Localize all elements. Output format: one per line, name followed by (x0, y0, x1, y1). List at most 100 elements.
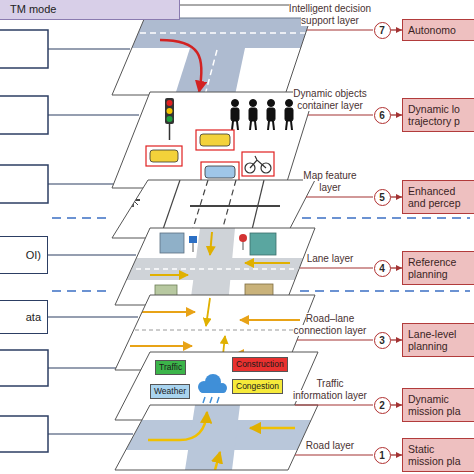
layer-label-text: Intelligent decision support layer (289, 3, 371, 26)
dynamic-objects-layer (242, 152, 274, 176)
node-text: 3 (379, 335, 385, 346)
lane-layer (189, 236, 197, 243)
node-text: TM mode (10, 0, 179, 18)
dynamic-objects-layer (169, 124, 171, 140)
node-text: 6 (379, 110, 385, 121)
group-divider (302, 217, 470, 218)
layer-number: 4 (374, 260, 391, 277)
lane-layer (100, 268, 330, 269)
application-box: Dynamic mission pla (402, 388, 474, 422)
decision-layer (175, 48, 245, 95)
dynamic-objects-layer (249, 108, 257, 121)
layer-label: Map feature layer (298, 170, 362, 194)
leader-line (295, 454, 373, 455)
dynamic-objects-layer (231, 100, 293, 131)
leader-line (295, 404, 373, 405)
application-box: Reference planning (402, 251, 474, 285)
lane-layer (115, 228, 315, 305)
application-box: Enhanced and percep (402, 180, 474, 214)
node-text: Reference planning (408, 256, 468, 280)
node-text: 1 (379, 450, 385, 461)
source-link (48, 316, 138, 317)
dynamic-objects-layer (146, 146, 182, 166)
node-text: Construction (236, 359, 284, 370)
layer-label-text: Lane layer (307, 253, 354, 264)
leader-line (306, 196, 373, 197)
dynamic-objects-layer (112, 92, 315, 188)
leader-line (297, 339, 373, 340)
dynamic-objects-layer (285, 108, 293, 121)
dynamic-objects-layer (255, 121, 256, 130)
node-text: Static mission pla (408, 443, 468, 467)
layer-number: 3 (374, 332, 391, 349)
node-text: OI) (26, 249, 41, 262)
decision-layer (100, 18, 330, 95)
layer-label-text: Map feature layer (303, 170, 356, 193)
lane-layer (150, 274, 188, 276)
layer-label-text: Road layer (306, 440, 354, 451)
layer-number: 5 (374, 189, 391, 206)
road-lane-connection-layer (130, 345, 192, 347)
dynamic-objects-layer (268, 121, 269, 130)
application-box: Autonomo (402, 19, 474, 41)
node-text: Dynamic mission pla (408, 393, 468, 417)
source-link (48, 49, 144, 434)
node-text: Congestion (236, 381, 279, 392)
lane-layer (100, 228, 330, 305)
info-tag: Congestion (232, 379, 283, 394)
dynamic-objects-layer (250, 156, 266, 168)
dynamic-objects-layer (150, 150, 178, 162)
node-text: 2 (379, 400, 385, 411)
road-layer (115, 405, 318, 470)
node-text: Enhanced and percep (408, 185, 468, 209)
road-lane-connection-layer (140, 311, 195, 313)
lane-layer (239, 234, 247, 242)
dynamic-objects-layer (167, 108, 173, 114)
lane-layer (160, 233, 184, 253)
node-text: Dynamic lo trajectory p (408, 103, 468, 127)
layer-label-text: Traffic information layer (293, 378, 367, 401)
source-box (0, 96, 48, 134)
node-text: 7 (379, 25, 385, 36)
road-layer (250, 427, 295, 430)
road-lane-connection-layer (206, 298, 210, 326)
node-text: ata (26, 311, 41, 324)
source-box: ata (0, 300, 48, 334)
dynamic-objects-layer (112, 92, 315, 188)
layer-number: 7 (374, 22, 391, 39)
layer-label-text: Dynamic objects container layer (293, 88, 366, 111)
dynamic-objects-layer (196, 130, 234, 150)
source-box (0, 416, 48, 452)
dynamic-objects-layer (237, 121, 238, 130)
lane-layer (190, 228, 235, 305)
layer-number: 2 (374, 397, 391, 414)
group-divider (300, 290, 470, 291)
node-text: Autonomo (408, 24, 468, 36)
source-link (48, 254, 136, 255)
decision-layer (160, 40, 202, 92)
connector-layer (391, 30, 403, 455)
decision-layer (205, 50, 217, 95)
traffic-information-layer (200, 386, 226, 393)
dynamic-objects-layer (286, 121, 287, 130)
dynamic-objects-layer (268, 100, 275, 107)
node-text: Weather (154, 386, 186, 397)
info-tag: Construction (232, 357, 288, 372)
layer-number: 6 (374, 107, 391, 124)
layer-label: Road layer (288, 440, 372, 452)
dynamic-objects-layer (201, 162, 239, 182)
dynamic-objects-layer (167, 100, 173, 106)
lane-layer (210, 232, 212, 255)
dynamic-objects-layer (250, 100, 257, 107)
arrow-connector (391, 454, 403, 455)
lane-layer (250, 233, 276, 255)
layer-number: 1 (374, 447, 391, 464)
source-box (0, 30, 48, 452)
info-tag: Weather (150, 384, 190, 399)
road-layer (100, 405, 330, 470)
dynamic-objects-layer (291, 121, 292, 130)
arrow-connector (391, 196, 403, 197)
leader-line (300, 267, 373, 268)
dynamic-objects-layer (205, 166, 235, 178)
dynamic-objects-layer (232, 121, 233, 130)
